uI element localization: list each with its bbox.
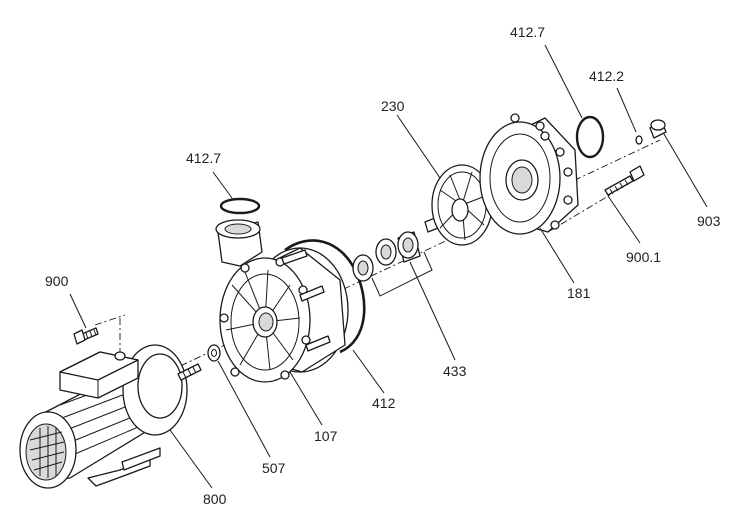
leader-903: [663, 133, 708, 208]
label-900-1: 900.1: [626, 249, 661, 265]
leader-507: [217, 360, 271, 458]
label-900: 900: [45, 273, 69, 289]
leader-107: [289, 371, 323, 426]
oring-412-7-top: [575, 115, 605, 159]
shaft-seal-433: [352, 231, 433, 297]
label-181: 181: [567, 285, 591, 301]
label-800: 800: [203, 491, 227, 507]
leader-800: [169, 429, 213, 489]
label-412-7-top: 412.7: [510, 24, 545, 40]
leader-412-2: [616, 87, 637, 133]
label-903: 903: [697, 213, 721, 229]
bracket-181: [479, 113, 579, 235]
label-107: 107: [314, 428, 338, 444]
center-axis-bolt: [547, 194, 611, 233]
label-412-2: 412.2: [589, 68, 624, 84]
motor: [19, 344, 202, 489]
leader-230: [396, 114, 441, 179]
leader-181: [539, 227, 575, 284]
label-433: 433: [443, 363, 467, 379]
leader-lines: [69, 44, 708, 489]
label-412: 412: [372, 395, 396, 411]
oring-412-2: [635, 135, 643, 145]
leader-412: [352, 349, 385, 394]
leader-433: [409, 261, 456, 361]
plug-903: [649, 119, 667, 139]
impeller-230: [424, 164, 493, 246]
pump-casing: [215, 219, 349, 383]
oring-412-7-nozzle: [219, 197, 261, 215]
leader-412-7-top: [544, 44, 583, 119]
label-230: 230: [381, 98, 405, 114]
washer-507: [207, 344, 221, 362]
leader-412-7-left: [212, 171, 233, 199]
leader-900-1: [607, 195, 641, 244]
label-507: 507: [262, 460, 286, 476]
screw-900: [73, 327, 99, 345]
leader-900: [69, 293, 87, 329]
bolt-900-1: [604, 165, 645, 196]
callout-labels: 412.7 412.2 230 903 412.7 900.1 900 181 …: [45, 24, 721, 507]
label-412-7-left: 412.7: [186, 150, 221, 166]
center-axis-screw: [94, 314, 126, 326]
